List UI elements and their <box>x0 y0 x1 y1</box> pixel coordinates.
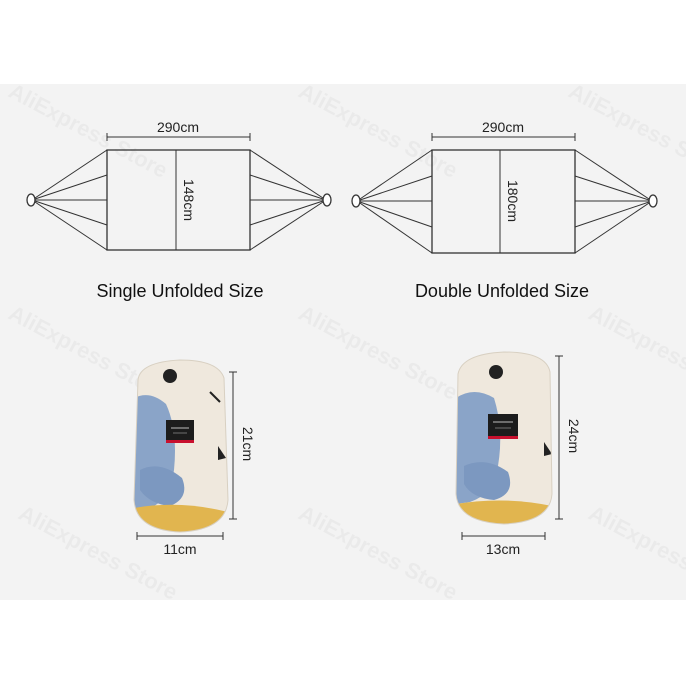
left-ring-icon <box>26 193 36 207</box>
product-tag-icon <box>166 420 194 440</box>
double-bag-height-label: 24cm <box>566 418 583 454</box>
double-bag-width-label: 13cm <box>485 541 521 557</box>
right-ring-icon <box>322 193 332 207</box>
double-caption: Double Unfolded Size <box>414 281 590 301</box>
double-width-label: 290cm <box>481 119 525 135</box>
single-bag-width-label: 11cm <box>163 541 197 557</box>
right-ring-icon <box>648 194 658 208</box>
left-ring-icon <box>351 194 361 208</box>
single-width-label: 290cm <box>156 119 200 135</box>
single-caption: Single Unfolded Size <box>96 281 264 301</box>
product-tag-icon <box>488 414 518 436</box>
background-panel <box>0 84 686 600</box>
